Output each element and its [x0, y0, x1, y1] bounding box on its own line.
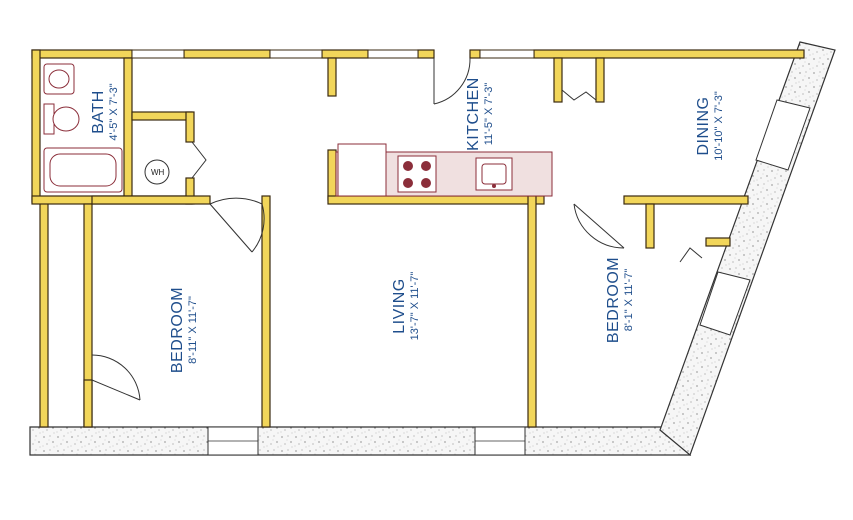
svg-text:11'-5" X 7'-3": 11'-5" X 7'-3" — [483, 83, 495, 146]
wall-top-left — [31, 49, 133, 59]
door-closet-bedroom-right — [679, 247, 703, 263]
svg-text:KITCHEN: KITCHEN — [465, 77, 482, 151]
svg-text:LIVING: LIVING — [391, 278, 408, 333]
wall-closet-right-top — [185, 111, 195, 143]
svg-text:DINING: DINING — [695, 97, 712, 156]
wall-top-right1 — [469, 49, 481, 59]
wall-living-right — [527, 195, 537, 428]
wall-kitchen-bottom — [327, 195, 545, 205]
wall-left-outer — [31, 49, 41, 203]
wall-top-right2 — [533, 49, 805, 59]
wall-kitchen-left — [327, 149, 337, 201]
svg-text:4'-5" X 7'-3": 4'-5" X 7'-3" — [108, 83, 120, 140]
wall-bedroom-door-jamb — [83, 379, 93, 428]
water-heater: WH — [144, 159, 170, 185]
wall-bedroom-left-right — [261, 195, 271, 428]
svg-text:13'-7" X 11'-7": 13'-7" X 11'-7" — [409, 272, 421, 341]
refrigerator — [337, 143, 387, 197]
wall-top-mid1 — [183, 49, 271, 59]
wall-bedroom-left-top — [91, 195, 211, 205]
doors — [91, 57, 703, 401]
door-bedroom-left — [209, 203, 253, 253]
label-bedroom-right: BEDROOM 8'-1" X 11'-7" — [605, 257, 635, 343]
svg-text:BEDROOM: BEDROOM — [605, 257, 622, 343]
wall-top-mid3 — [417, 49, 435, 59]
label-bath: BATH 4'-5" X 7'-3" — [90, 83, 120, 140]
door-closet-bath — [191, 141, 207, 179]
range — [397, 155, 437, 193]
door-bedroom-closet — [91, 379, 141, 401]
kitchen-counter — [335, 143, 553, 197]
svg-text:10'-10" X 7'-3": 10'-10" X 7'-3" — [713, 91, 725, 161]
wall-bedroom-right-closet — [645, 203, 655, 249]
label-dining: DINING 10'-10" X 7'-3" — [695, 91, 725, 161]
svg-text:BEDROOM: BEDROOM — [169, 287, 186, 373]
toilet-bowl — [52, 106, 80, 132]
wall-top-mid2 — [321, 49, 369, 59]
exterior-wall-bottom — [29, 426, 692, 456]
svg-text:BATH: BATH — [90, 90, 107, 133]
window-top-3 — [367, 49, 419, 59]
door-bedroom-right — [573, 203, 625, 249]
wall-bedroom-right-top — [623, 195, 749, 205]
wall-left-lower — [39, 201, 49, 428]
exterior-windows — [207, 99, 811, 456]
wall-dining-closet-right — [595, 57, 605, 103]
wall-closet-top — [131, 111, 193, 121]
top-windows — [131, 49, 535, 59]
interior-walls — [31, 49, 805, 428]
wall-bedroom-right-closet-b — [705, 237, 731, 247]
window-diagonal-upper — [755, 99, 811, 171]
exterior-wall-diagonal — [659, 41, 836, 457]
wall-bath-right — [123, 57, 133, 203]
window-top-4 — [479, 49, 535, 59]
door-closet-dining — [561, 89, 597, 101]
water-heater-label: WH — [151, 168, 165, 177]
label-living: LIVING 13'-7" X 11'-7" — [391, 272, 421, 341]
svg-text:8'-11" X 11'-7": 8'-11" X 11'-7" — [187, 296, 199, 364]
window-top-2 — [269, 49, 323, 59]
bath-fixtures — [43, 63, 123, 193]
label-kitchen: KITCHEN 11'-5" X 7'-3" — [465, 77, 495, 151]
label-bedroom-left: BEDROOM 8'-11" X 11'-7" — [169, 287, 199, 373]
window-top-1 — [131, 49, 185, 59]
svg-text:8'-1" X 11'-7": 8'-1" X 11'-7" — [623, 269, 635, 332]
wall-dining-closet-left — [553, 57, 563, 103]
window-diagonal-lower — [699, 271, 751, 336]
wall-kitchen-left-stub — [327, 57, 337, 97]
